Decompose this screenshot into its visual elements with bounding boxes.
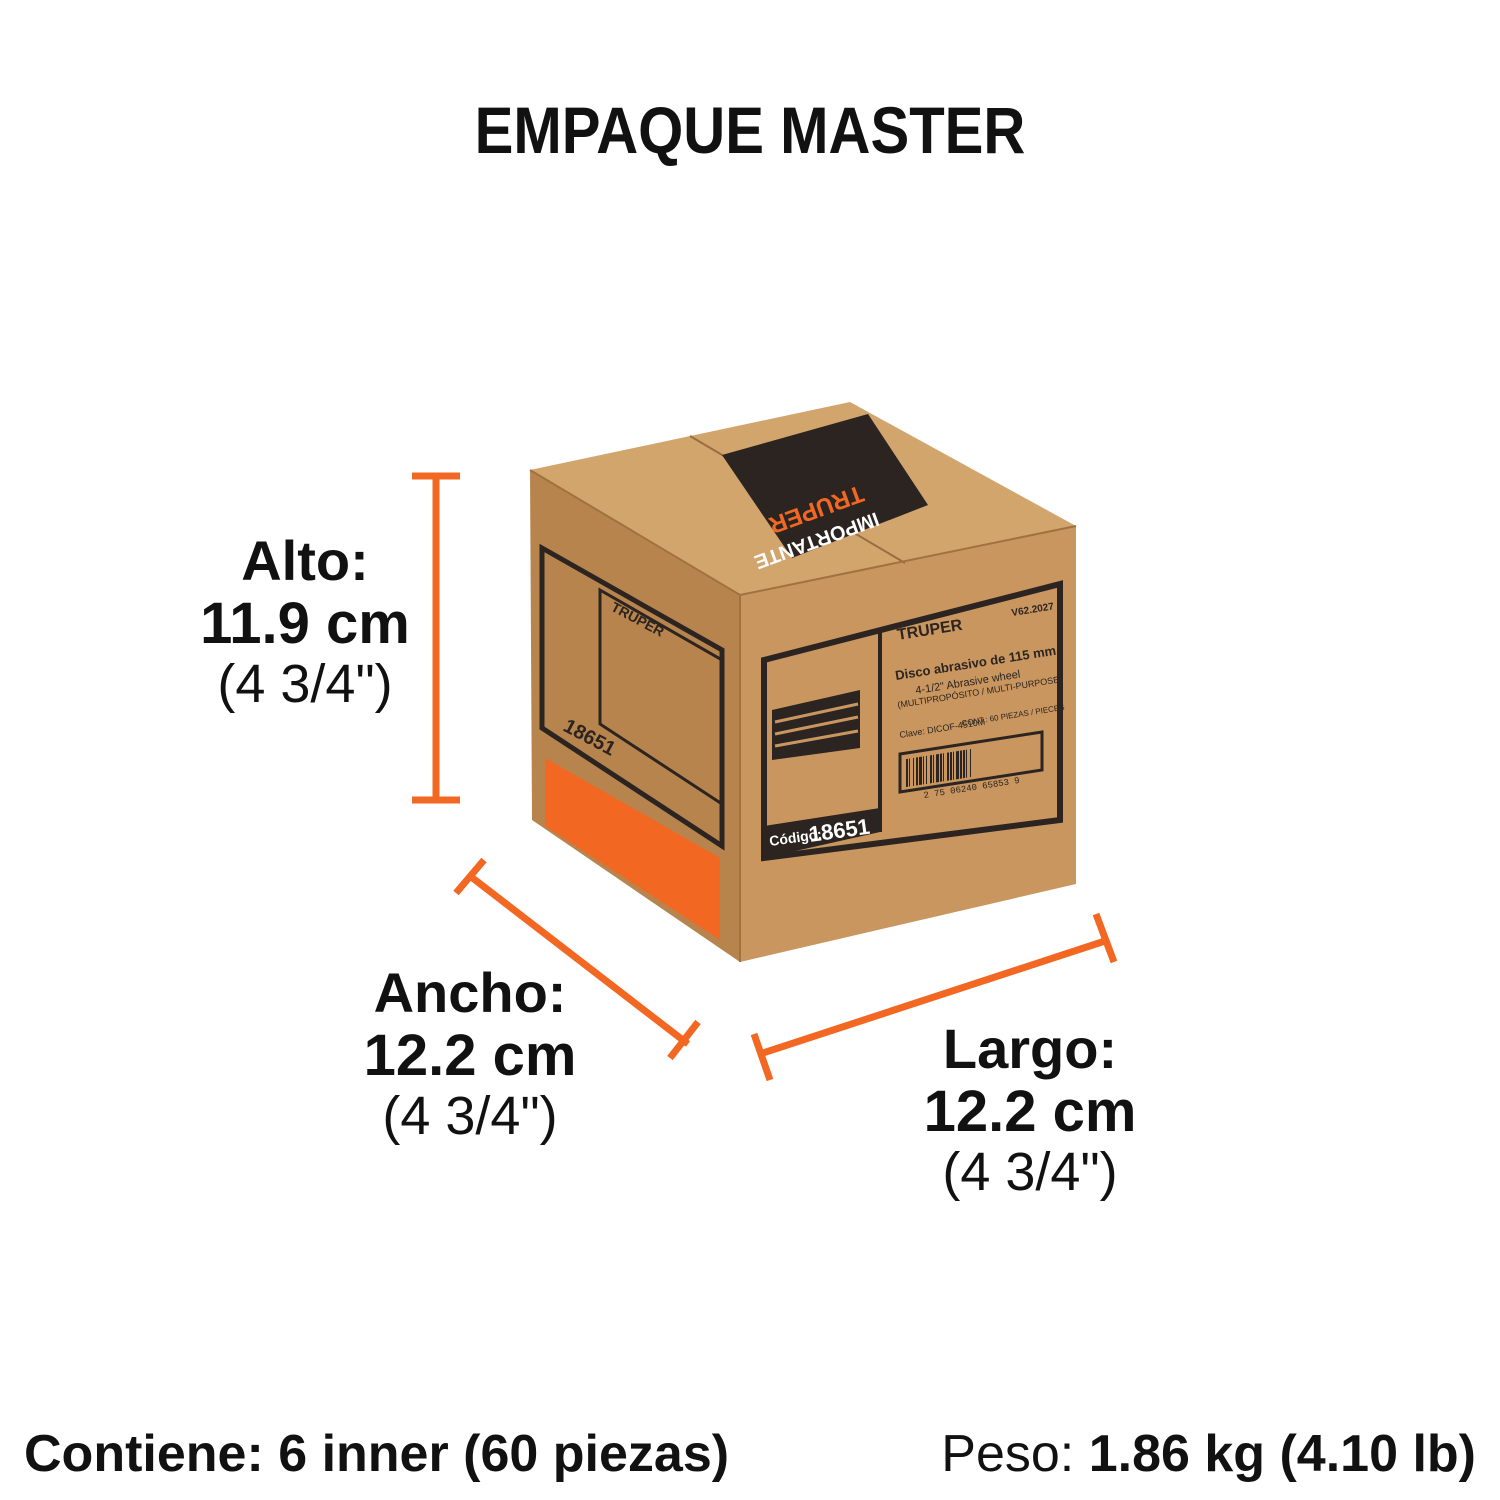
barcode-stripe (913, 757, 914, 786)
largo-metric: 12.2 cm (923, 1078, 1137, 1144)
barcode-stripe (943, 753, 944, 782)
cardboard-box: IMPORTANTE TRUPER 18651 TRUPER Código: 1… (529, 402, 1077, 962)
ancho-metric: 12.2 cm (363, 1022, 577, 1088)
important-sticker (722, 414, 928, 558)
barcode-stripe (933, 754, 934, 783)
barcode-stripe (926, 755, 927, 784)
barcode-stripe (906, 758, 908, 788)
weight-info: Peso: 1.86 kg (4.10 lb) (941, 1424, 1476, 1484)
barcode-stripe (936, 753, 939, 783)
alto-label: Alto: (241, 529, 369, 592)
front-print-panel (761, 580, 1063, 862)
contiene-label: Contiene: (24, 1425, 264, 1483)
barcode-stripe (950, 751, 952, 781)
barcode-stripe (940, 753, 942, 782)
contents-info: Contiene: 6 inner (60 piezas) (24, 1424, 729, 1484)
ancho-measure-bracket (453, 857, 701, 1061)
alto-imperial: (4 3/4") (217, 654, 393, 715)
barcode-stripe (956, 750, 959, 780)
barcode-stripe (919, 756, 922, 786)
barcode-stripe (960, 750, 962, 779)
barcode-stripe (966, 749, 967, 778)
alto-metric: 11.9 cm (200, 590, 410, 656)
barcode-stripe (953, 751, 954, 780)
ancho-label: Ancho: (373, 961, 567, 1024)
largo-imperial: (4 3/4") (942, 1142, 1118, 1203)
ancho-imperial: (4 3/4") (382, 1086, 558, 1147)
front-codigo-label: Código: (768, 826, 823, 849)
alto-dimension: Alto: 11.9 cm (4 3/4") (180, 530, 430, 715)
alto-measure-bracket (412, 472, 460, 804)
contiene-value: 6 inner (60 piezas) (278, 1425, 730, 1483)
orange-side-label (545, 758, 720, 940)
barcode-stripe (970, 748, 971, 778)
peso-value: 1.86 kg (4.10 lb) (1088, 1425, 1476, 1483)
barcode-stripe (963, 749, 965, 779)
peso-label: Peso: (941, 1425, 1075, 1483)
largo-dimension: Largo: 12.2 cm (4 3/4") (900, 1018, 1160, 1203)
barcode-stripe (947, 752, 949, 781)
barcode (898, 730, 1044, 794)
disc-illustration (772, 690, 860, 760)
largo-measure-bracket (750, 912, 1118, 1082)
barcode-stripe (916, 757, 918, 786)
barcode-stripe (930, 755, 932, 784)
barcode-stripe (909, 758, 910, 787)
ancho-dimension: Ancho: 12.2 cm (4 3/4") (340, 962, 600, 1147)
barcode-stripe (923, 756, 924, 785)
largo-label: Largo: (942, 1017, 1118, 1080)
page-title: EMPAQUE MASTER (474, 93, 1026, 167)
